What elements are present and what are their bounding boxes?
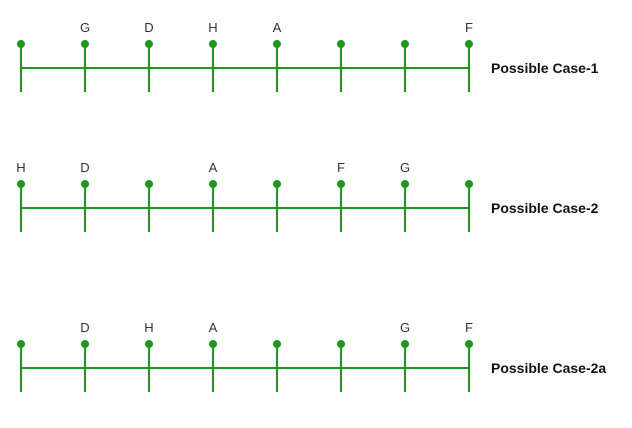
position-label: H — [208, 20, 217, 35]
position-dot — [337, 40, 345, 48]
position-dot — [17, 180, 25, 188]
position-dot — [273, 340, 281, 348]
position-dot — [17, 340, 25, 348]
position-label: A — [209, 160, 218, 175]
case-1-timeline: G D H A F Possible Case-1 — [17, 20, 599, 92]
case-3-timeline: D H A G F Possible Case-2a — [17, 320, 606, 392]
position-label: F — [465, 20, 473, 35]
position-label: F — [465, 320, 473, 335]
position-dot — [337, 340, 345, 348]
position-label: D — [80, 160, 89, 175]
position-dot — [465, 340, 473, 348]
position-dot — [81, 340, 89, 348]
position-dot — [81, 180, 89, 188]
position-label: G — [400, 320, 410, 335]
position-label: A — [209, 320, 218, 335]
case-label: Possible Case-1 — [491, 60, 599, 76]
position-label: H — [144, 320, 153, 335]
position-dot — [273, 40, 281, 48]
position-label: G — [80, 20, 90, 35]
position-dot — [465, 180, 473, 188]
case-label: Possible Case-2 — [491, 200, 599, 216]
position-dot — [145, 40, 153, 48]
position-dot — [145, 180, 153, 188]
position-label: D — [144, 20, 153, 35]
position-dot — [465, 40, 473, 48]
position-label: H — [16, 160, 25, 175]
position-dot — [209, 40, 217, 48]
position-label: D — [80, 320, 89, 335]
position-dot — [209, 340, 217, 348]
position-label: A — [273, 20, 282, 35]
position-dot — [145, 340, 153, 348]
position-dot — [209, 180, 217, 188]
position-dot — [337, 180, 345, 188]
position-label: G — [400, 160, 410, 175]
position-dot — [81, 40, 89, 48]
position-dot — [401, 40, 409, 48]
position-dot — [273, 180, 281, 188]
position-dot — [17, 40, 25, 48]
position-dot — [401, 340, 409, 348]
case-2-timeline: H D A F G Possible Case-2 — [16, 160, 599, 232]
position-dot — [401, 180, 409, 188]
case-label: Possible Case-2a — [491, 360, 606, 376]
position-label: F — [337, 160, 345, 175]
